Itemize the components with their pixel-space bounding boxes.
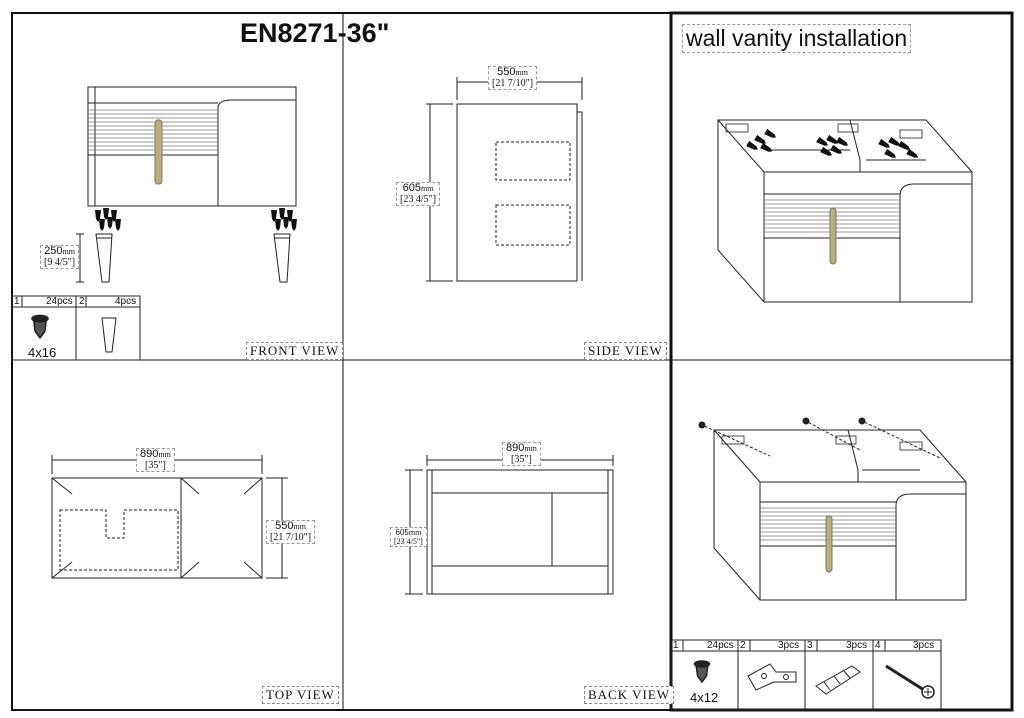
side-height-inch: [23 4/5"] (400, 194, 437, 205)
installation-title: wall vanity installation (682, 24, 912, 53)
top-view-drawing (51, 455, 288, 579)
front-parts-table (11, 295, 141, 361)
top-width-inch: [35"] (145, 460, 166, 471)
front-view-drawing (87, 86, 297, 207)
install-part-1-caption: 4x12 (690, 690, 719, 705)
front-part-1-number: 1 (14, 296, 20, 307)
install-part-2-number: 2 (740, 640, 746, 651)
top-depth-inch: [21 7/10"] (270, 532, 312, 543)
front-view-label: FRONT VIEW (246, 342, 344, 360)
side-width-dimension: 550mm [21 7/10"] (488, 66, 538, 90)
back-width-inch: [35"] (511, 454, 532, 465)
model-title: EN8271-36" (240, 18, 390, 48)
leg-dimension: 250mm [9 4/5"] (40, 245, 80, 269)
front-part-2-number: 2 (79, 296, 85, 307)
install-cabinet-top (717, 119, 973, 303)
top-depth-dimension: 550mm [21 7/10"] (266, 520, 316, 544)
left-frame (11, 12, 672, 711)
leg-dim-mm: 250 (44, 245, 63, 257)
side-width-inch: [21 7/10"] (492, 78, 534, 89)
install-part-1-number: 1 (673, 640, 679, 651)
leg-dim-unit: mm (62, 247, 75, 256)
back-width-mm: 890 (506, 442, 525, 454)
top-width-dimension: 890mm [35"] (136, 448, 175, 472)
top-view-label: TOP VIEW (262, 686, 339, 704)
front-part-2-qty: 4pcs (115, 296, 137, 307)
install-part-2-qty: 3pcs (778, 640, 800, 651)
side-view-drawing (426, 77, 583, 282)
top-width-mm: 890 (140, 448, 159, 460)
install-part-3-qty: 3pcs (846, 640, 868, 651)
side-width-unit: mm (515, 68, 528, 77)
install-cabinet-bottom (713, 429, 967, 601)
back-height-mm: 605 (395, 528, 409, 537)
top-depth-mm: 550 (275, 520, 294, 532)
install-top-screws (746, 128, 920, 161)
top-width-unit: mm (158, 450, 171, 459)
side-height-dimension: 605mm [23 4/5"] (396, 182, 441, 206)
back-width-unit: mm (524, 444, 537, 453)
install-bolts (698, 417, 941, 459)
leg-left (95, 233, 113, 283)
install-part-3-number: 3 (807, 640, 813, 651)
back-view-label: BACK VIEW (584, 686, 675, 704)
leg-right (273, 233, 291, 283)
front-screws (95, 208, 297, 231)
back-height-unit: mm (408, 528, 422, 537)
install-part-4-qty: 3pcs (913, 640, 935, 651)
install-parts-table (670, 639, 942, 711)
back-height-dimension: 605mm [23 4/5"] (390, 527, 427, 547)
back-width-dimension: 890mm [35"] (502, 442, 541, 466)
leg-dimension-line (76, 233, 84, 283)
install-part-1-qty: 24pcs (707, 640, 734, 651)
back-height-inch: [23 4/5"] (394, 537, 423, 546)
right-frame (669, 11, 1014, 712)
side-view-label: SIDE VIEW (584, 342, 667, 360)
front-part-1-caption: 4x16 (28, 345, 57, 360)
install-part-4-number: 4 (875, 640, 881, 651)
side-width-mm: 550 (497, 66, 516, 78)
front-part-1-qty: 24pcs (46, 296, 73, 307)
top-depth-unit: mm (293, 522, 306, 531)
side-height-mm: 605 (402, 182, 421, 194)
side-height-unit: mm (420, 184, 434, 193)
back-view-drawing (405, 455, 614, 595)
leg-dim-inch: [9 4/5"] (44, 257, 76, 268)
